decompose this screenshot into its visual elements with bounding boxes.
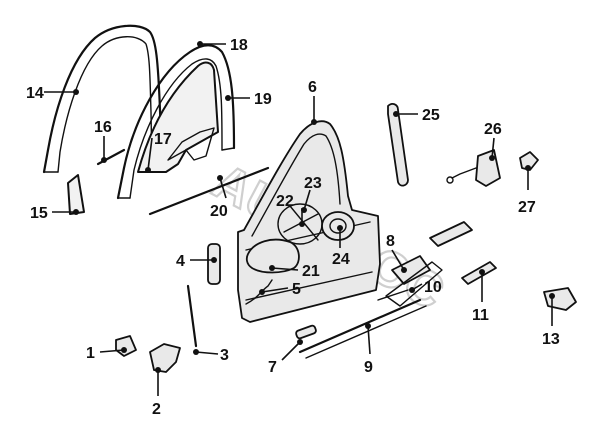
callout-1: 1	[86, 345, 95, 362]
callout-14: 14	[26, 85, 44, 102]
leaders	[44, 41, 555, 396]
part-18-19-window-channel	[116, 44, 236, 200]
callout-21: 21	[302, 263, 320, 280]
callout-15: 15	[30, 205, 48, 222]
callout-labels: 14 15 16 17 18 19 20 6 22 23 24 21 5 25 …	[26, 37, 560, 418]
callout-7: 7	[268, 359, 277, 376]
callout-25: 25	[422, 107, 440, 124]
callout-13: 13	[542, 331, 560, 348]
part-9-guide-rail-inner	[305, 305, 427, 359]
part-13-actuator	[543, 287, 577, 311]
part-4-hinge-plate	[207, 243, 221, 285]
callout-23: 23	[304, 175, 322, 192]
callout-19: 19	[254, 91, 272, 108]
callout-27: 27	[518, 199, 536, 216]
part-11-handle-cover	[461, 261, 497, 285]
part-7-plug	[295, 324, 317, 340]
part-1-hinge-upper	[115, 335, 137, 357]
part-21-inner-handle	[245, 238, 300, 274]
callout-26: 26	[484, 121, 502, 138]
callout-11: 11	[472, 307, 489, 324]
part-2-hinge-lower	[149, 343, 181, 373]
callout-22: 22	[276, 193, 294, 210]
callout-20: 20	[210, 203, 228, 220]
callout-18: 18	[230, 37, 248, 54]
part-8-10-handle-mechanism	[377, 255, 443, 307]
part-17-glass-bracket	[167, 127, 215, 161]
callout-4: 4	[176, 253, 185, 270]
part-outer-handle	[429, 221, 473, 247]
part-3-check-rod	[186, 284, 198, 348]
part-25-pillar-trim	[387, 103, 409, 187]
callout-10: 10	[424, 279, 442, 296]
part-15-corner-glass	[67, 174, 85, 215]
callout-17: 17	[154, 131, 172, 148]
callout-16: 16	[94, 119, 112, 136]
callout-8: 8	[386, 233, 395, 250]
part-17-door-glass	[137, 61, 219, 173]
part-27-lock-cylinder	[519, 151, 539, 171]
callout-6: 6	[308, 79, 317, 96]
callout-9: 9	[364, 359, 373, 376]
callout-3: 3	[220, 347, 229, 364]
part-20-trim-strip	[148, 166, 270, 216]
part-9-guide-rail	[298, 298, 422, 354]
callout-2: 2	[152, 401, 161, 418]
callout-24: 24	[332, 251, 350, 268]
callout-5: 5	[292, 281, 301, 298]
